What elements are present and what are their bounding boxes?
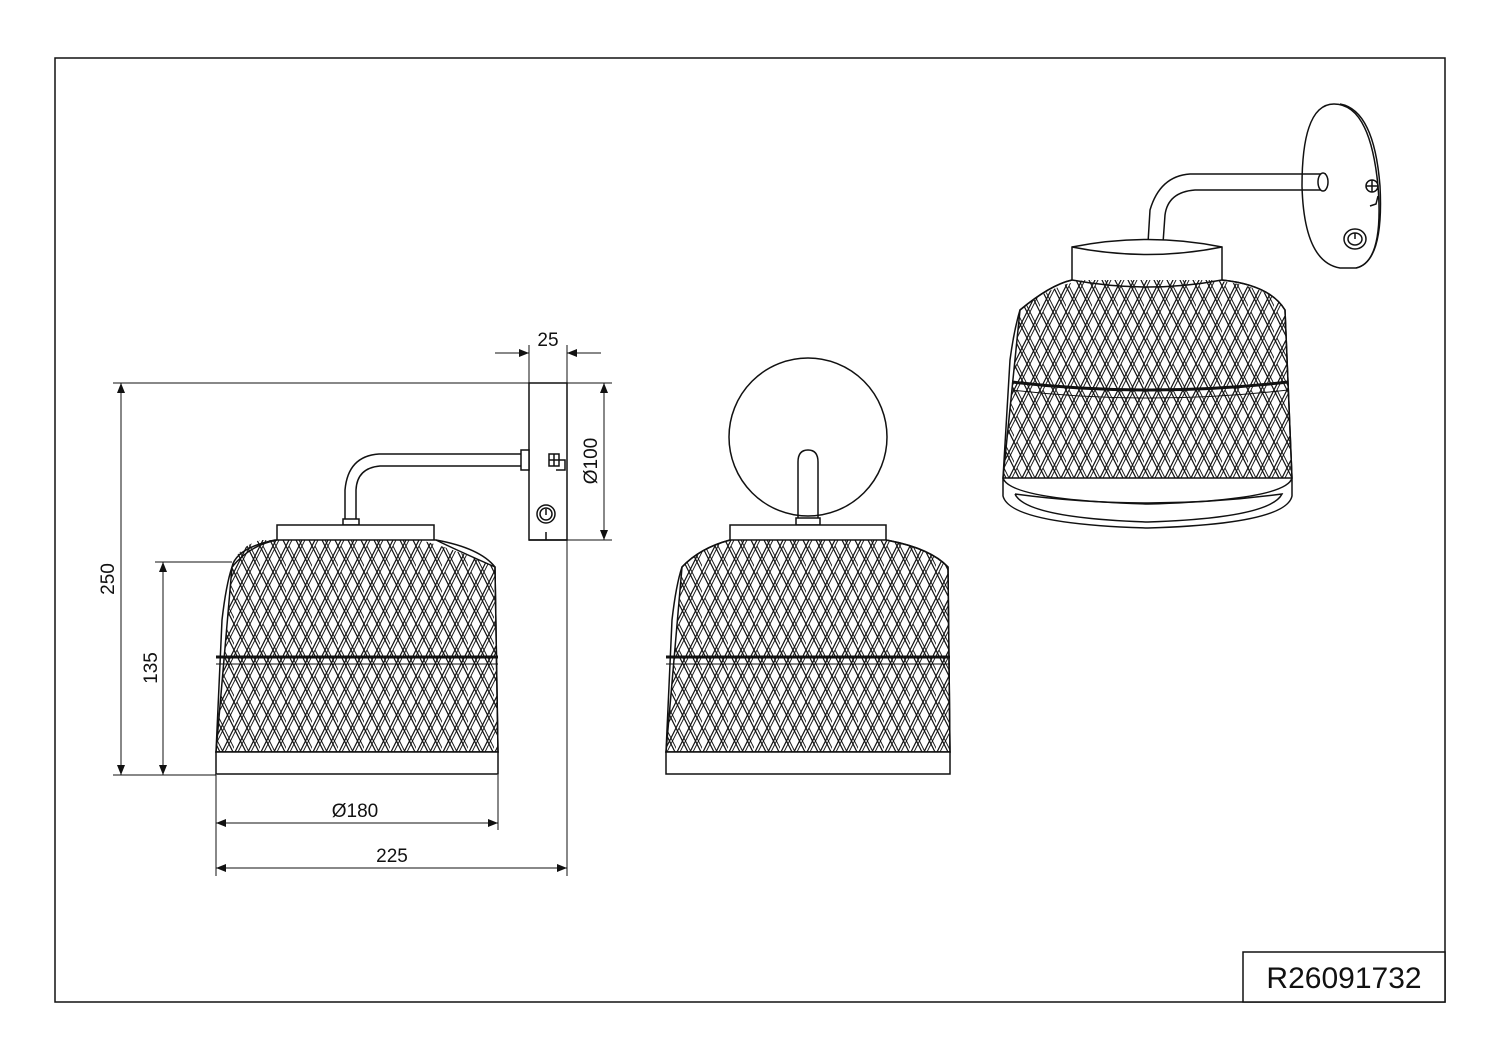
part-number-box	[1242, 951, 1446, 1003]
arm	[797, 449, 819, 523]
perspective-view	[1002, 103, 1382, 529]
dim-total-height: 250	[98, 563, 119, 595]
dim-shade-diameter: Ø180	[332, 801, 378, 822]
part-number: R26091732	[1266, 962, 1421, 995]
dim-shade-height: 135	[141, 652, 162, 684]
dim-total-projection: 225	[376, 846, 408, 867]
arm	[1147, 173, 1326, 244]
switch-icon	[536, 504, 556, 524]
shade-rim	[665, 751, 951, 775]
switch-icon	[1343, 228, 1367, 250]
wall-plate	[728, 357, 888, 517]
dimension-lines	[113, 345, 612, 876]
dim-mount-diameter: Ø100	[581, 438, 602, 484]
front-view	[665, 357, 951, 775]
shade-rim	[215, 751, 499, 775]
wall-plate	[1301, 103, 1380, 269]
dim-mount-depth: 25	[537, 330, 558, 351]
screw-terminal	[548, 453, 566, 471]
arm	[344, 453, 529, 523]
side-view	[215, 382, 568, 775]
screw-terminal	[1365, 179, 1379, 207]
drawing-frame	[54, 57, 1446, 1003]
wall-plate	[528, 382, 568, 541]
